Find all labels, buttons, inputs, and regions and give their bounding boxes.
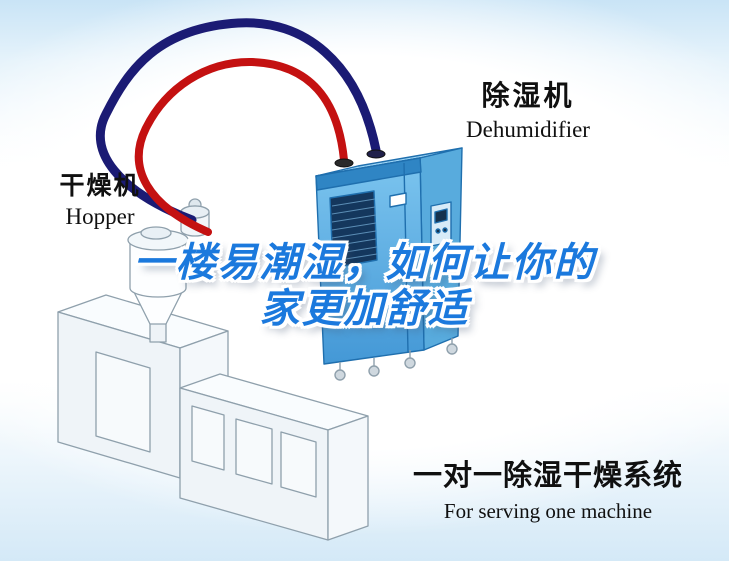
machine-left-door-panel	[95, 351, 151, 453]
dehumidifier-label-zh: 除湿机	[481, 80, 575, 111]
machine-door-panel-1	[191, 405, 225, 471]
red-hose	[134, 57, 348, 236]
machine-door-panel-3	[280, 431, 317, 498]
hose-port-blue	[366, 149, 386, 159]
hopper-lid-cap	[140, 226, 172, 240]
machine-door-panel-2	[235, 418, 273, 485]
extruder-machine-illustration	[57, 198, 369, 541]
caster-wheels	[334, 338, 458, 381]
main-title: 一楼易潮湿，如何让你的 家更加舒适	[0, 240, 729, 332]
hopper-label: 干燥机 Hopper	[40, 166, 160, 230]
machine-right-end-face	[327, 415, 369, 541]
dehumidifier-label: 除湿机 Dehumidifier	[448, 74, 608, 143]
main-title-line2: 家更加舒适	[259, 287, 470, 331]
hopper-illustration	[127, 198, 210, 343]
control-panel	[430, 201, 452, 247]
bottom-caption: 一对一除湿干燥系统 For serving one machine	[398, 452, 698, 524]
dehumidifier-label-en: Dehumidifier	[466, 117, 590, 142]
bottom-caption-zh: 一对一除湿干燥系统	[412, 460, 683, 492]
hose-port-red	[334, 158, 354, 168]
connection-hoses	[95, 18, 386, 236]
dehumidifier-top-band	[315, 157, 422, 191]
brand-sticker	[389, 192, 407, 208]
main-title-line1: 一楼易潮湿，如何让你的	[133, 241, 596, 285]
hopper-label-en: Hopper	[65, 204, 135, 229]
blue-hose	[95, 18, 381, 225]
control-panel-display	[434, 208, 448, 224]
control-panel-button-2	[442, 227, 448, 233]
dehumidifier-illustration	[315, 147, 463, 381]
hopper-label-zh: 干燥机	[59, 172, 141, 200]
bottom-caption-en: For serving one machine	[443, 499, 653, 523]
vent-grille	[329, 190, 378, 269]
control-panel-button-1	[435, 228, 441, 234]
